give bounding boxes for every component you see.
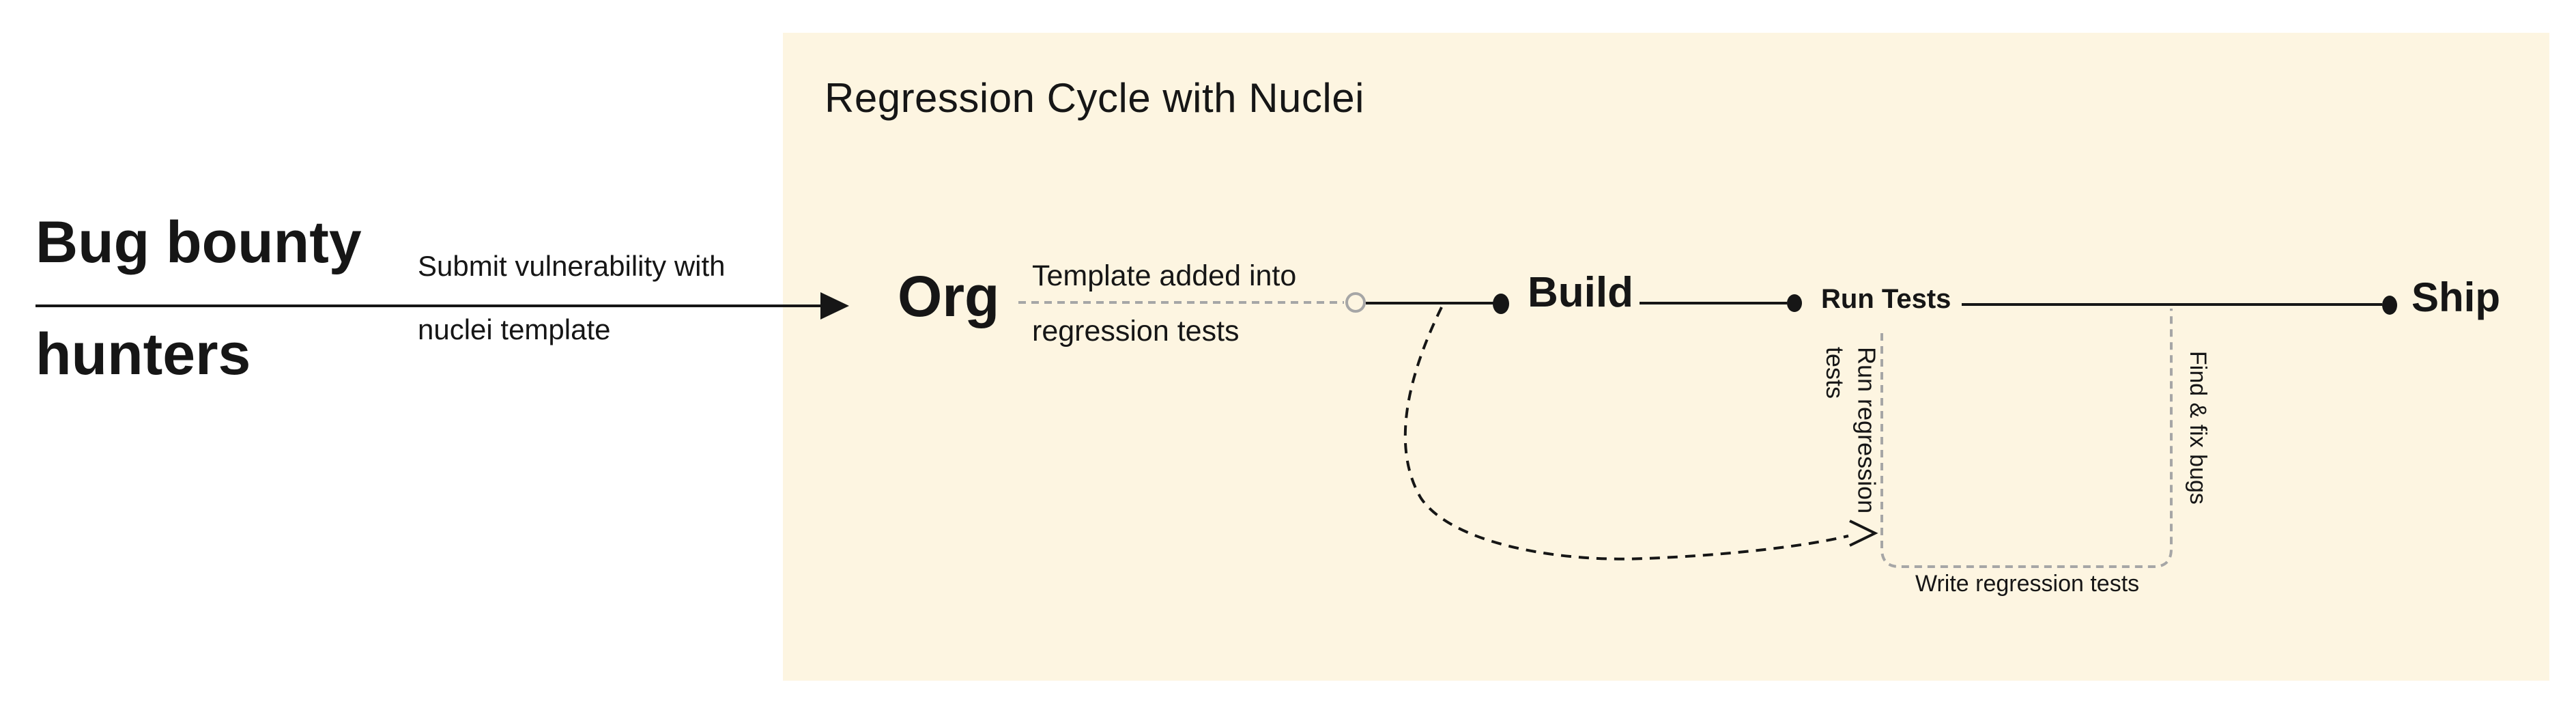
regression-cycle-panel [783,33,2549,681]
build-node-dot-icon [1493,294,1509,314]
ship-node-dot-icon [2382,296,2397,315]
runtests-node-dot-icon [1787,294,1802,312]
node-build: Build [1528,269,1633,316]
submit-arrowhead-icon [820,292,849,320]
write-tests-dashed-bracket [1880,309,2173,568]
node-org: Org [898,264,1000,328]
run-regression-tests-label: Run regression tests [1818,347,1883,513]
build-feedback-dashed-curve [1403,307,1849,561]
feedback-arrowhead-icon [1849,520,1878,547]
actor-label-line1: Bug bounty [35,210,362,275]
submit-arrow-label-line2: nuclei template [418,313,611,345]
write-regression-tests-label: Write regression tests [1915,571,2140,597]
node-run-tests: Run Tests [1821,284,1951,314]
run-regression-tests-label-line2: tests [1820,347,1849,399]
submit-arrow-label-line1: Submit vulnerability with [418,250,726,282]
find-fix-bugs-label: Find & fix bugs [2184,351,2211,505]
template-link-label-line1: Template added into [1032,259,1297,292]
panel-title: Regression Cycle with Nuclei [825,75,1364,121]
pipeline-start-circle-icon [1345,292,1366,313]
template-link-label-line2: regression tests [1032,315,1240,348]
run-regression-tests-label-line1: Run regression [1852,347,1881,514]
actor-label-line2: hunters [35,322,251,387]
node-ship: Ship [2412,274,2500,320]
